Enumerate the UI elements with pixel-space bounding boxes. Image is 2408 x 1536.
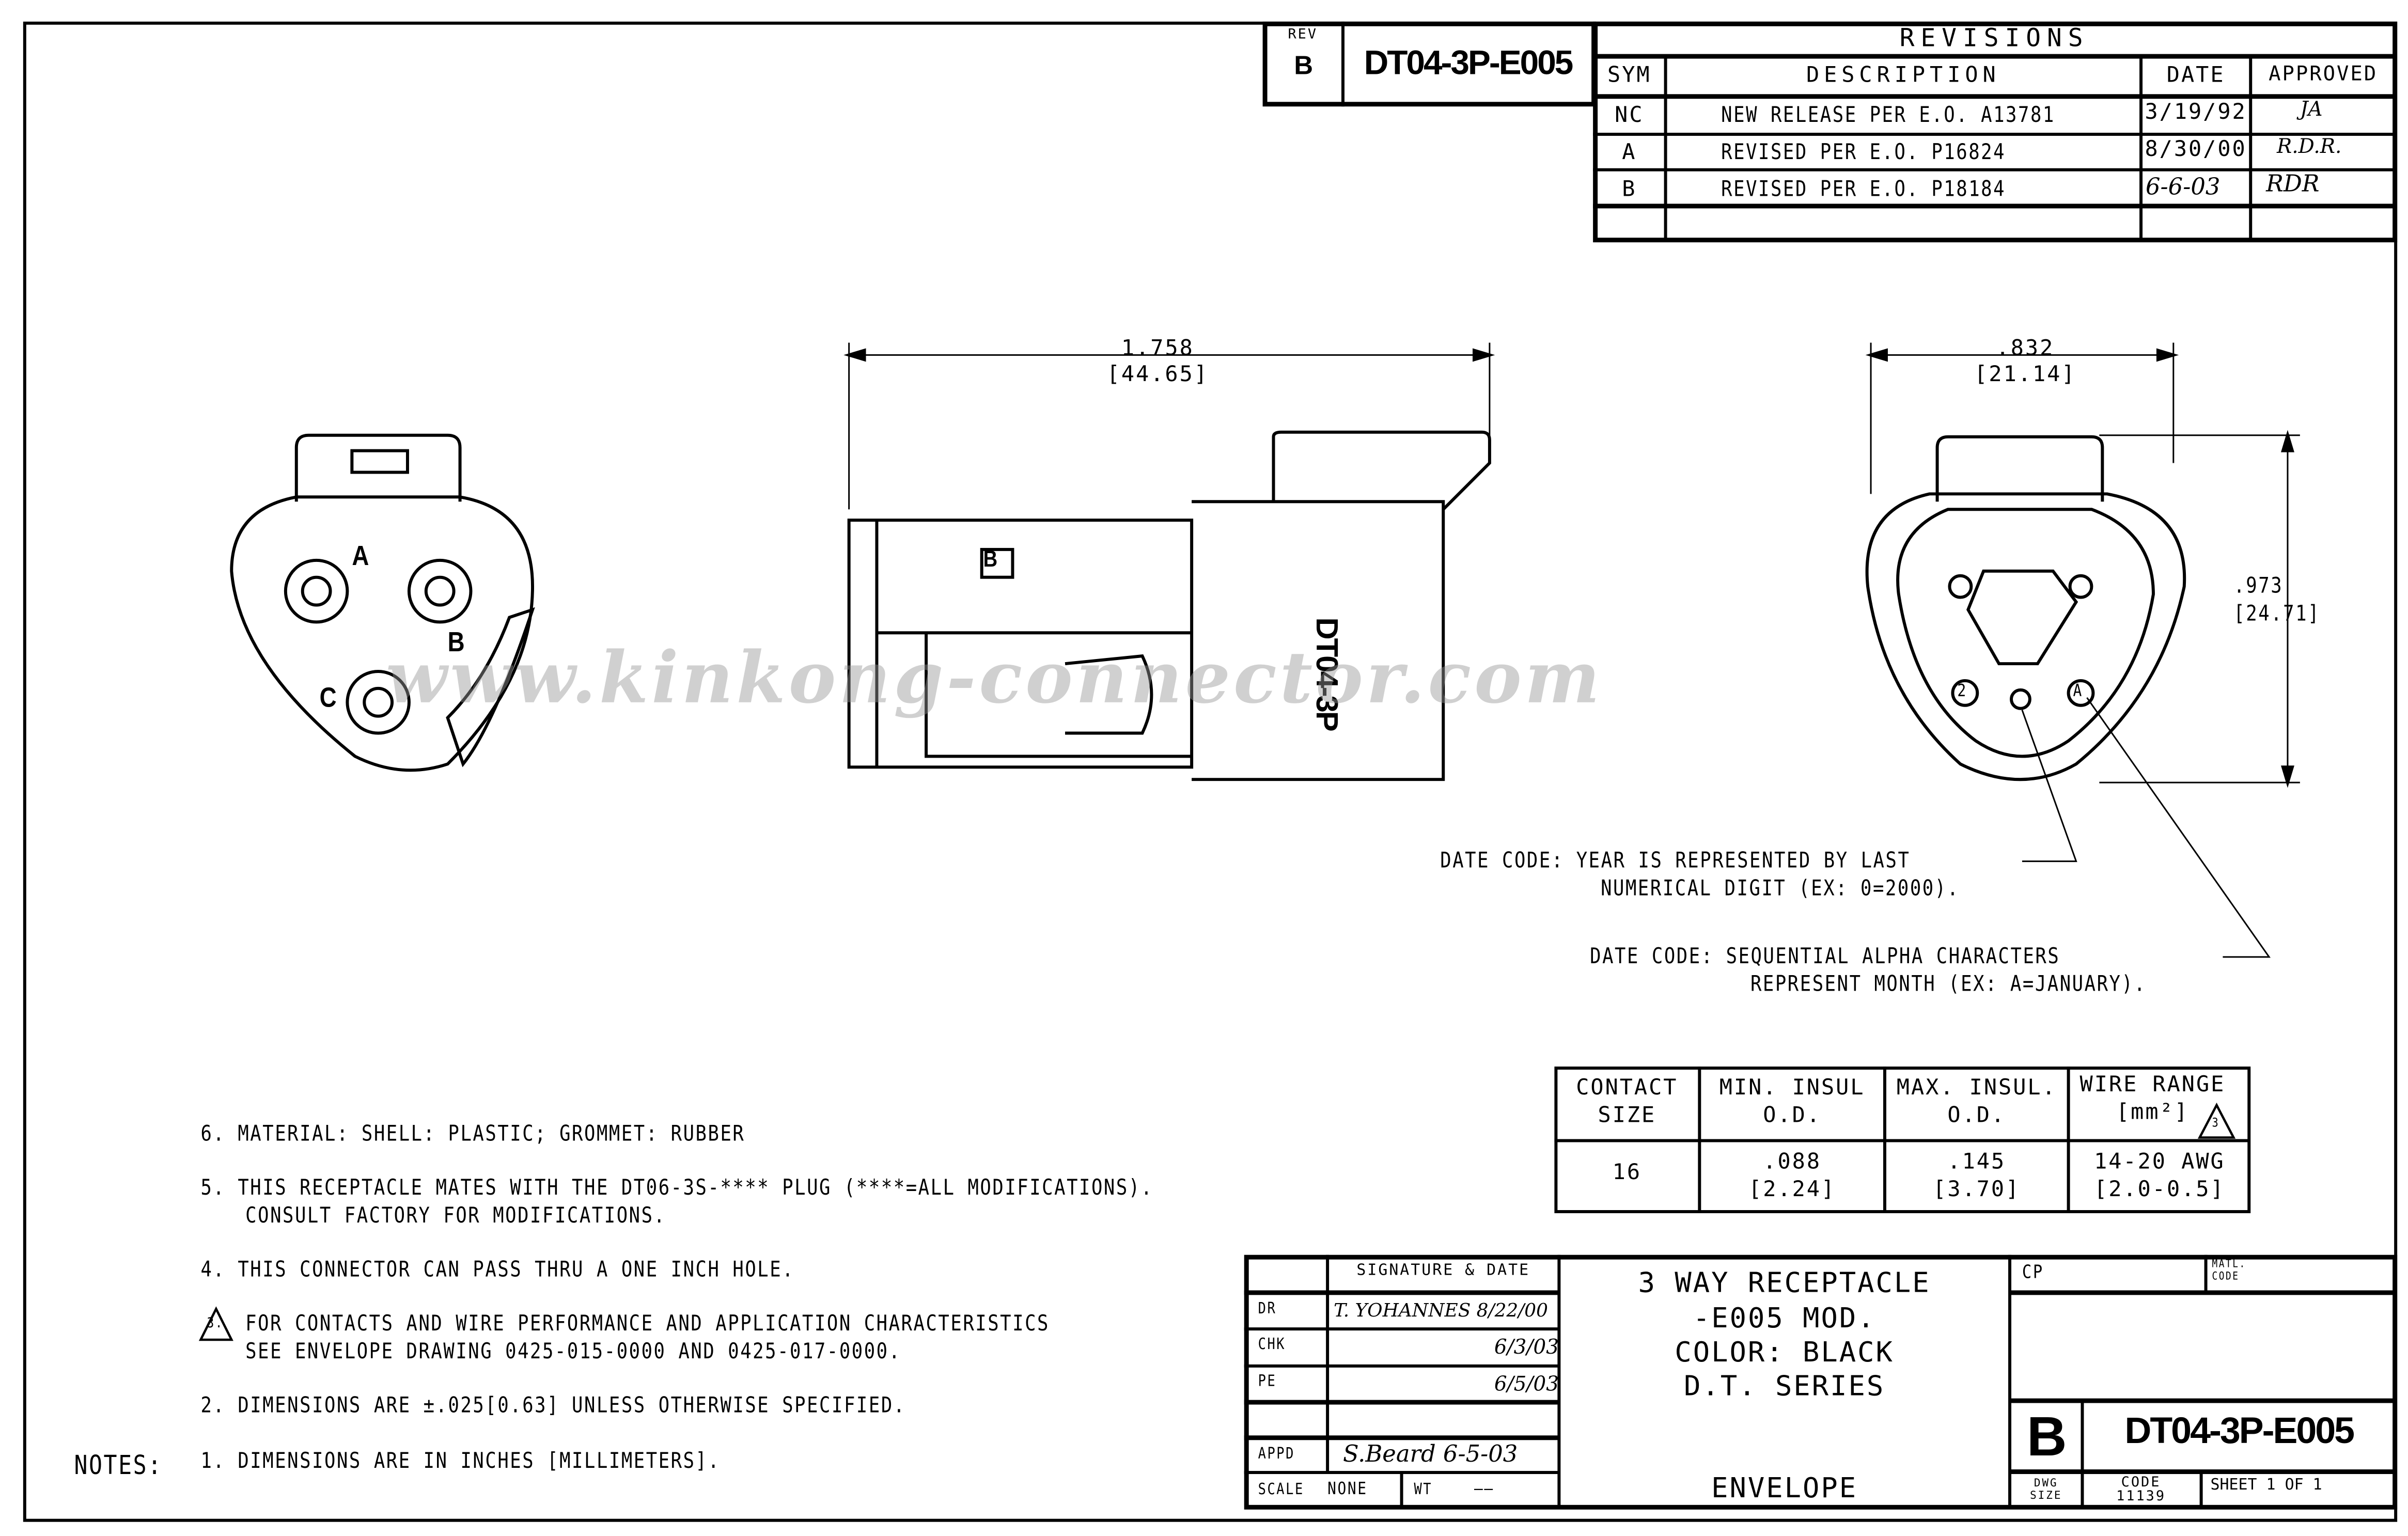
note-5: 5. THIS RECEPTACLE MATES WITH THE DT06-3… (200, 1176, 1153, 1201)
month-code-callout: DATE CODE: SEQUENTIAL ALPHA CHARACTERS (1590, 944, 2060, 969)
title-line-2: -E005 MOD. (1693, 1303, 1876, 1336)
code-value: 11139 (2116, 1489, 2166, 1505)
rear-width-dim: .832 (1996, 336, 2055, 362)
rev-date: 6-6-03 (2146, 173, 2221, 201)
title-block (1244, 1255, 2398, 1510)
cell-max-insul: .145 [3.70] (1933, 1150, 2021, 1203)
rear-view (1865, 342, 2300, 958)
note-4: 4. THIS CONNECTOR CAN PASS THRU A ONE IN… (200, 1258, 795, 1283)
rev-header-sym: SYM (1607, 63, 1651, 88)
cavity-label-a: A (352, 540, 369, 571)
sheet-border (23, 21, 2398, 1522)
rev-date: 3/19/92 (2145, 100, 2247, 126)
revisions-title: REVISIONS (1899, 23, 2089, 53)
notes-label: NOTES: (74, 1451, 163, 1482)
of-label: OF (2285, 1477, 2304, 1494)
rev-sym: A (1622, 140, 1637, 165)
chk-label: CHK (1258, 1337, 1286, 1354)
wt-label: WT (1414, 1481, 1433, 1499)
rear-height-dim: .973 (2233, 574, 2284, 599)
title-line-4: D.T. SERIES (1684, 1370, 1885, 1403)
rear-height-dim-mm: [24.71] (2233, 602, 2321, 627)
year-code-callout: DATE CODE: YEAR IS REPRESENTED BY LAST (1440, 849, 1911, 874)
dwg-size-label: DWG SIZE (2030, 1477, 2062, 1502)
dwg-size-value: B (2026, 1404, 2067, 1468)
wire-range-note-ref: 3 (2212, 1116, 2220, 1130)
rear-label-2: 2 (1957, 680, 1967, 701)
cavity-label-b: B (447, 626, 465, 658)
cell-wire-range: 14-20 AWG [2.0-0.5] (2094, 1150, 2225, 1203)
appd-signature: S.Beard 6-5-03 (1342, 1440, 1518, 1468)
wire-range-note-triangle-icon (2197, 1102, 2236, 1139)
rev-value: B (1294, 51, 1313, 81)
rev-sym: B (1622, 177, 1637, 202)
wt-value: —— (1474, 1478, 1494, 1499)
side-length-dim-mm: [44.65] (1106, 363, 1209, 388)
pe-signature: 6/5/03 (1494, 1373, 1559, 1397)
title-line-3: COLOR: BLACK (1675, 1337, 1894, 1369)
header-min-insul: MIN. INSUL O.D. (1719, 1075, 1865, 1129)
signature-header: SIGNATURE & DATE (1356, 1262, 1530, 1280)
rev-description: NEW RELEASE PER E.O. A13781 (1721, 103, 2055, 129)
title-line-1: 3 WAY RECEPTACLE (1638, 1267, 1931, 1300)
code-label: CODE (2121, 1476, 2161, 1491)
envelope-label: ENVELOPE (1711, 1472, 1858, 1505)
year-code-callout-2: NUMERICAL DIGIT (EX: 0=2000). (1601, 876, 1960, 902)
rev-header-date: DATE (2166, 63, 2225, 88)
cell-contact-size: 16 (1612, 1161, 1642, 1186)
rev-header-description: DESCRIPTION (1806, 63, 2000, 88)
cavity-label-c: C (319, 682, 337, 713)
front-view (230, 433, 535, 772)
note-6: 6. MATERIAL: SHELL: PLASTIC; GROMMET: RU… (200, 1122, 745, 1147)
drawing-number-top: DT04-3P-E005 (1364, 43, 1574, 82)
header-wire-range: WIRE RANGE [mm²] (2079, 1073, 2226, 1125)
rear-width-dim-mm: [21.14] (1974, 363, 2076, 388)
sheet-value: 1 (2266, 1477, 2276, 1494)
appd-label: APPD (1258, 1446, 1295, 1464)
of-value: 1 (2312, 1477, 2322, 1494)
dr-signature: T. YOHANNES 8/22/00 (1334, 1299, 1548, 1322)
scale-value: NONE (1327, 1478, 1368, 1499)
scale-label: SCALE (1258, 1481, 1304, 1499)
rev-sym: NC (1615, 103, 1644, 129)
note-3-triangle-icon (198, 1306, 233, 1341)
watermark: www.kinkong-connector.com (386, 636, 1603, 719)
header-max-insul: MAX. INSUL. O.D. (1896, 1075, 2057, 1129)
rev-approved: R.D.R. (2277, 135, 2342, 159)
sheet-label: SHEET (2210, 1477, 2257, 1494)
header-contact-size: CONTACT SIZE (1576, 1075, 1678, 1129)
chk-signature: 6/3/03 (1494, 1337, 1559, 1360)
side-view (843, 342, 1495, 781)
dr-label: DR (1258, 1301, 1277, 1319)
rev-approved: JA (2300, 99, 2323, 122)
note-5-cont: CONSULT FACTORY FOR MODIFICATIONS. (245, 1204, 666, 1229)
note-1: 1. DIMENSIONS ARE IN INCHES [MILLIMETERS… (200, 1449, 721, 1475)
pe-label: PE (1258, 1373, 1277, 1391)
drawing-number: DT04-3P-E005 (2124, 1410, 2355, 1453)
rev-approved: RDR (2266, 169, 2320, 198)
matl-code-label: MATL. CODE (2212, 1258, 2246, 1283)
note-3-cont: SEE ENVELOPE DRAWING 0425-015-0000 AND 0… (245, 1340, 901, 1365)
cell-min-insul: .088 [2.24] (1748, 1150, 1836, 1203)
cp-label: CP (2022, 1261, 2044, 1283)
note-3-number: 3. (207, 1316, 224, 1333)
month-code-callout-2: REPRESENT MONTH (EX: A=JANUARY). (1750, 972, 2147, 997)
sheet-info: SHEET 1 OF 1 (2211, 1477, 2322, 1494)
rev-header-approved: APPROVED (2269, 63, 2378, 87)
rev-description: REVISED PER E.O. P16824 (1721, 140, 2006, 165)
rev-date: 8/30/00 (2145, 137, 2247, 162)
side-letter: B (983, 546, 998, 573)
rear-label-a: A (2073, 680, 2083, 701)
revisions-table (1593, 21, 2398, 243)
side-length-dim: 1.758 (1121, 336, 1194, 362)
note-2: 2. DIMENSIONS ARE ±.025[0.63] UNLESS OTH… (200, 1393, 906, 1419)
rev-description: REVISED PER E.O. P18184 (1721, 177, 2006, 202)
note-3: FOR CONTACTS AND WIRE PERFORMANCE AND AP… (245, 1312, 1050, 1337)
rev-label: REV (1288, 27, 1318, 43)
